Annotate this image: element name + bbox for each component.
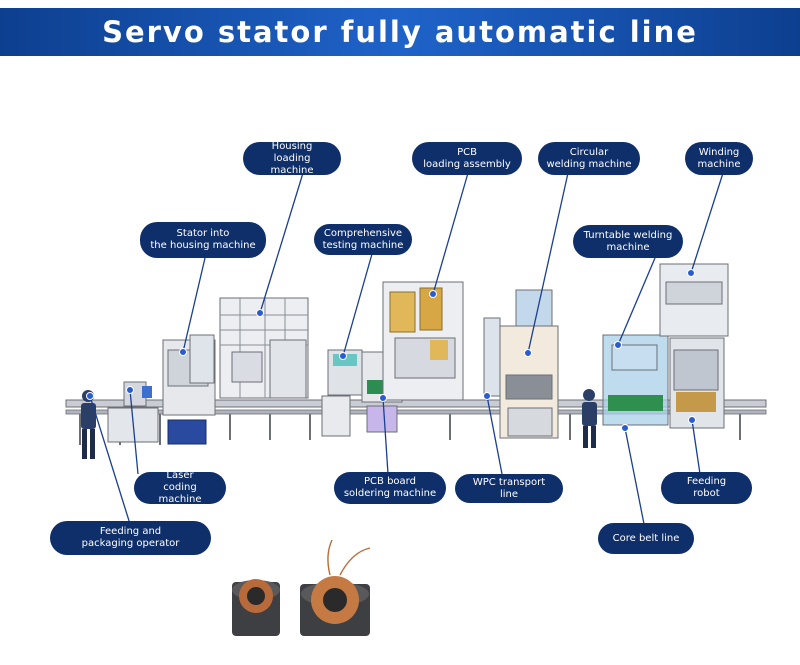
- dot-circular-welding: [524, 349, 532, 357]
- label-winding: Winding machine: [685, 142, 753, 175]
- dot-comprehensive-testing: [339, 352, 347, 360]
- label-pcb-soldering: PCB board soldering machine: [334, 472, 446, 504]
- label-wpc-transport: WPC transport line: [455, 474, 563, 503]
- leader-comprehensive-testing: [342, 253, 373, 357]
- leader-stator-into-housing: [182, 257, 206, 353]
- dot-winding: [687, 269, 695, 277]
- operator-left: [81, 390, 96, 459]
- label-circular-welding: Circular welding machine: [538, 142, 640, 175]
- label-feeding-robot: Feeding robot: [661, 472, 752, 504]
- dot-laser-coding: [126, 386, 134, 394]
- housing-loading-machine: [219, 297, 309, 399]
- leader-housing-loading: [259, 172, 304, 314]
- dot-housing-loading: [256, 309, 264, 317]
- comprehensive-testing-machine: [321, 349, 363, 437]
- label-feeding-packaging: Feeding and packaging operator: [50, 521, 211, 555]
- circular-welding-machine: [483, 289, 559, 439]
- label-comprehensive-testing: Comprehensive testing machine: [314, 224, 412, 255]
- leader-lines: [89, 172, 724, 525]
- pcb-loading-assembly: [382, 281, 464, 401]
- pointer-dots: [86, 269, 696, 432]
- dot-feeding-packaging: [86, 392, 94, 400]
- stator-product-image-right: [300, 539, 371, 636]
- leader-circular-welding: [527, 172, 569, 354]
- page-title: Servo stator fully automatic line: [102, 15, 698, 49]
- label-turntable-welding: Turntable welding machine: [573, 225, 683, 258]
- label-pcb-loading: PCB loading assembly: [412, 142, 522, 175]
- dot-feeding-robot: [688, 416, 696, 424]
- dot-wpc-transport: [483, 392, 491, 400]
- leader-turntable-welding: [617, 257, 656, 346]
- label-stator-into-housing: Stator into the housing machine: [140, 222, 266, 258]
- label-housing-loading: Housing loading machine: [243, 141, 341, 176]
- title-banner: Servo stator fully automatic line: [0, 8, 800, 56]
- turntable-welding-machine: [602, 334, 669, 426]
- leader-winding: [690, 172, 724, 274]
- leader-feeding-packaging: [89, 395, 131, 525]
- dot-pcb-loading: [429, 290, 437, 298]
- dot-turntable-welding: [614, 341, 622, 349]
- operator-right: [582, 389, 597, 448]
- leader-wpc-transport: [486, 395, 503, 475]
- label-laser-coding: Laser coding machine: [134, 470, 226, 505]
- leader-core-belt: [624, 427, 645, 525]
- label-core-belt: Core belt line: [598, 523, 694, 554]
- dot-stator-into-housing: [179, 348, 187, 356]
- leader-pcb-soldering: [382, 397, 389, 475]
- dot-core-belt: [621, 424, 629, 432]
- leader-laser-coding: [129, 389, 139, 475]
- dot-pcb-soldering: [379, 394, 387, 402]
- stator-into-housing-machine: [162, 334, 216, 445]
- leader-pcb-loading: [432, 172, 469, 295]
- leader-feeding-robot: [691, 419, 701, 475]
- laser-coding-machine: [107, 381, 159, 443]
- winding-machine: [659, 263, 729, 429]
- stator-product-image-left: [232, 579, 280, 636]
